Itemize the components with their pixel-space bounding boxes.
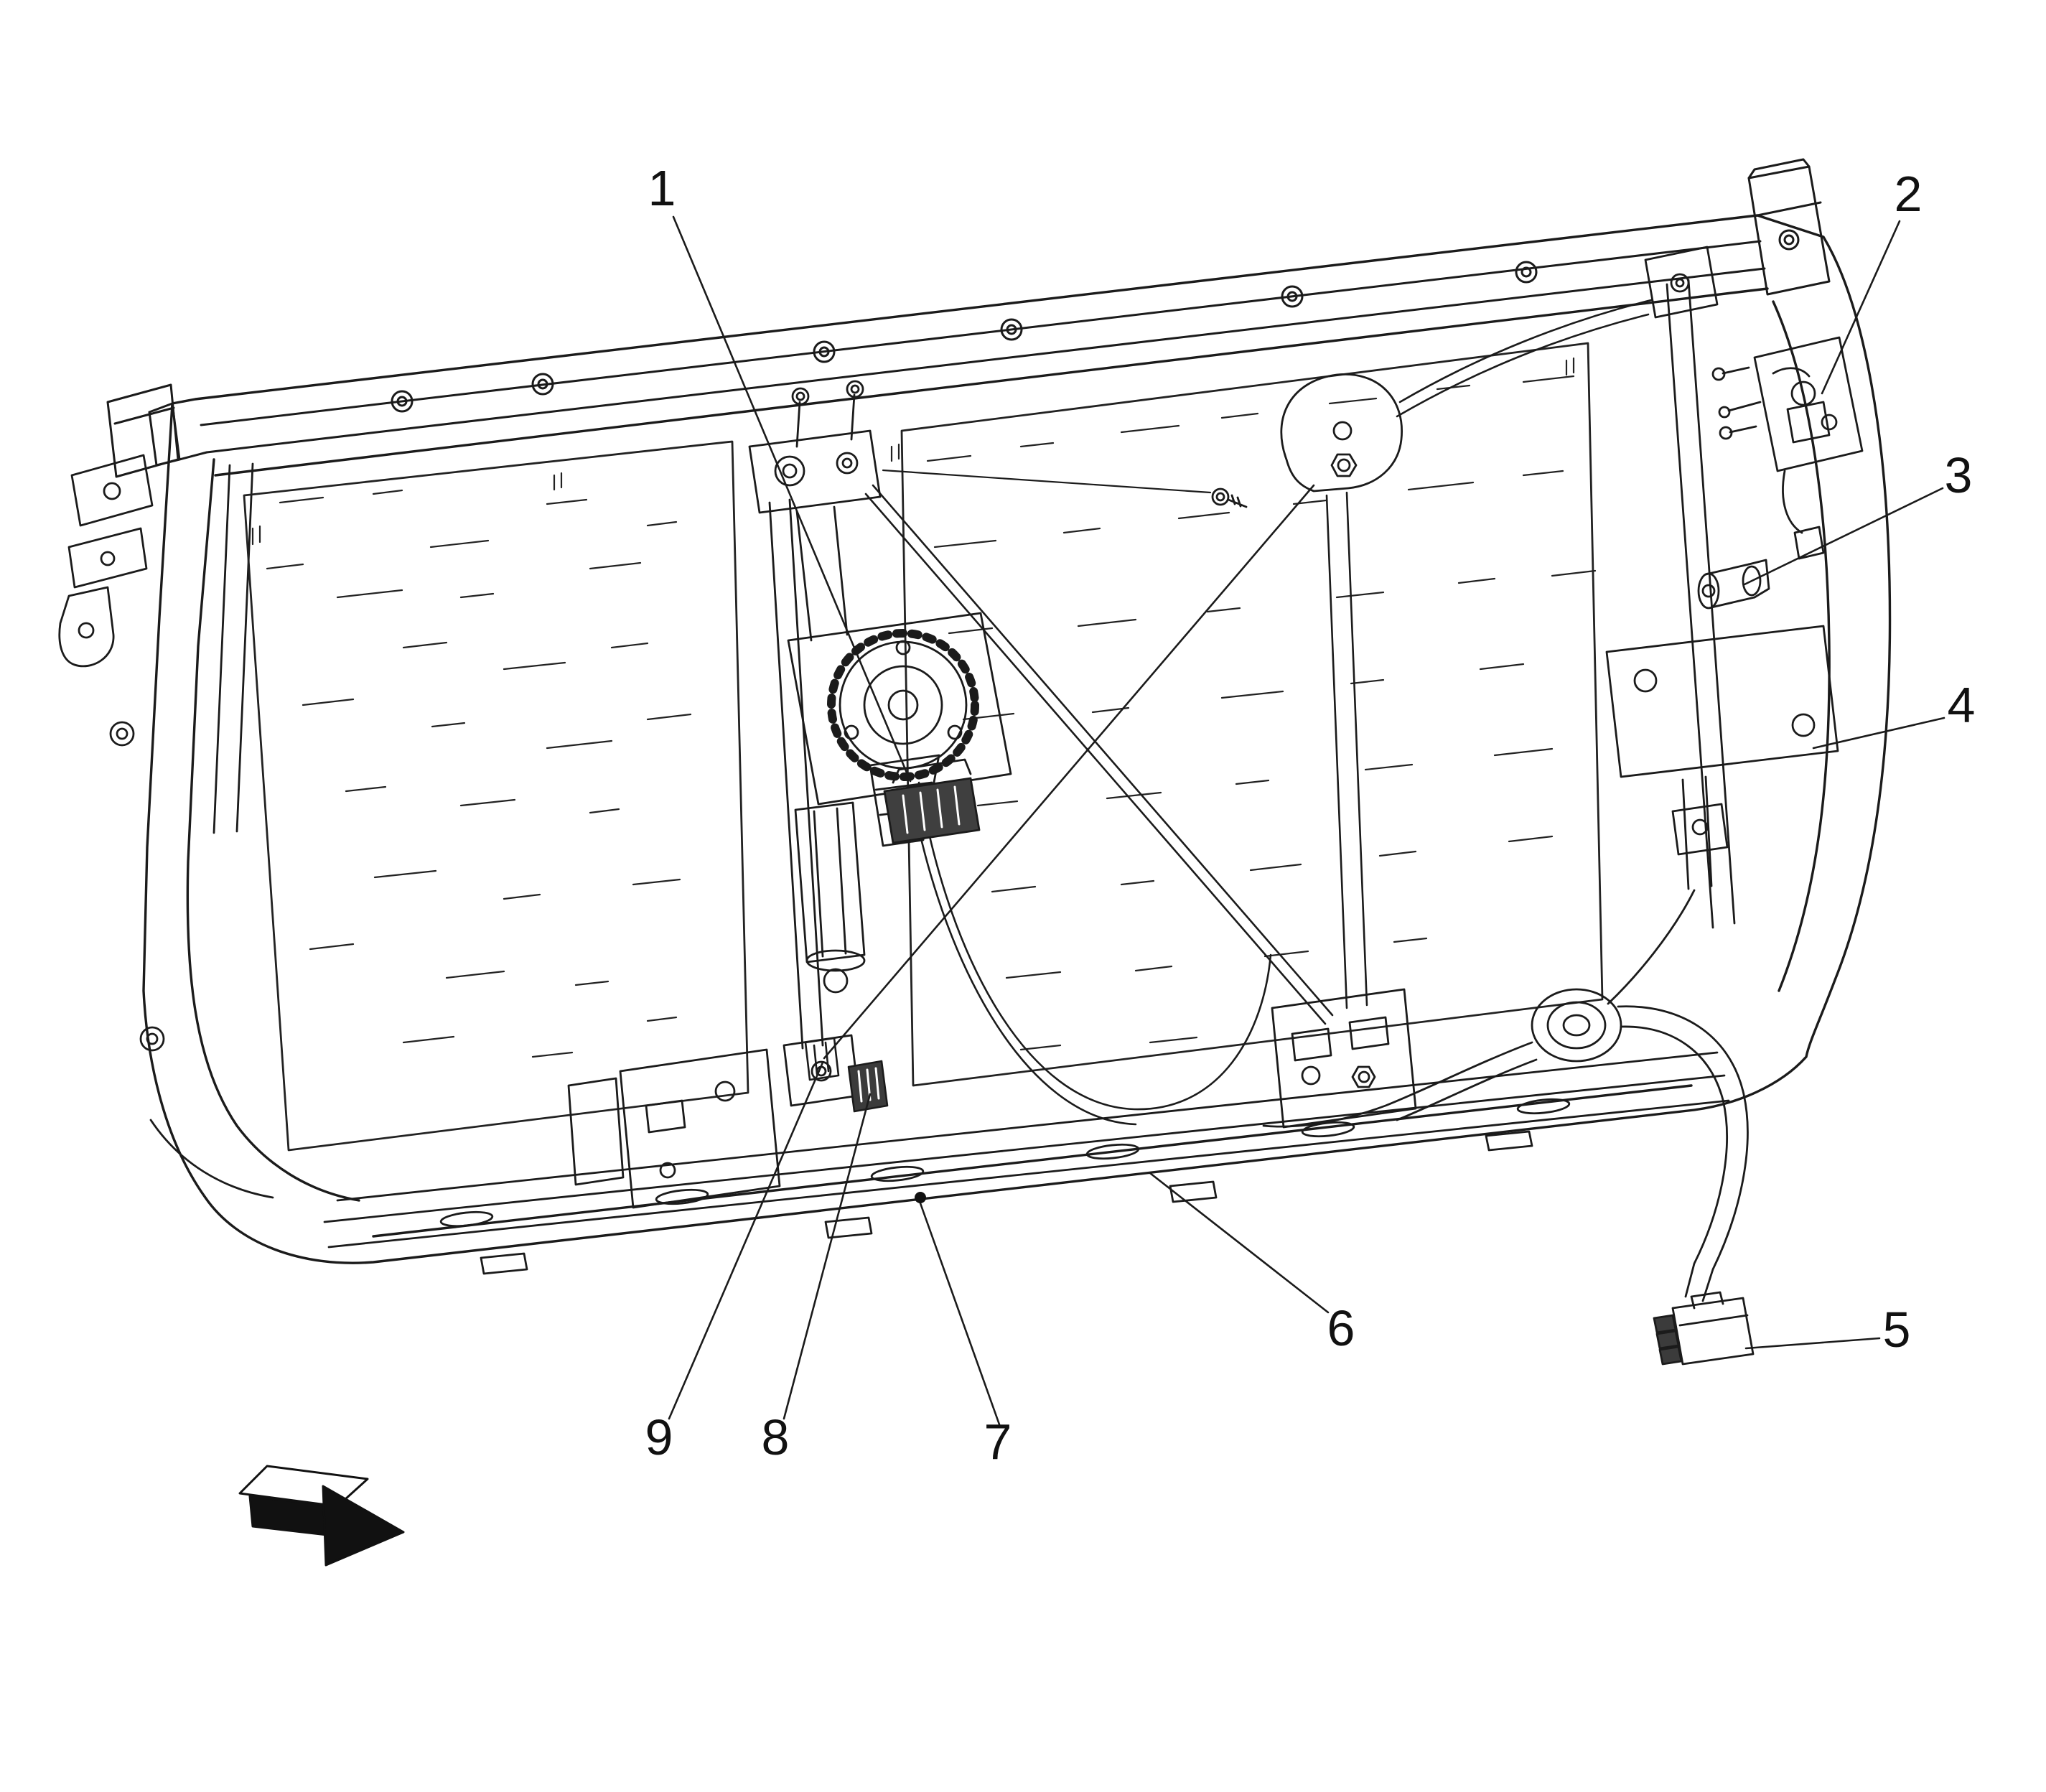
leader-8 (783, 1093, 872, 1420)
callout-8: 8 (761, 1409, 790, 1465)
door-inner-panels (243, 342, 1604, 1152)
leader-6 (1149, 1172, 1330, 1314)
latch-cylinder (1697, 559, 1770, 610)
harness-clip-and-connector (804, 1037, 889, 1113)
door-latch (1711, 336, 1864, 560)
callout-7: 7 (984, 1414, 1012, 1470)
harness-grommet (1531, 988, 1622, 1063)
rail-bolt-icons (391, 261, 1538, 413)
leader-4 (1812, 717, 1945, 750)
wiring-harness (1262, 988, 1755, 1366)
door-outline (142, 214, 1892, 1264)
motor-cylinder (794, 801, 866, 994)
right-panel-hatch (890, 357, 1597, 1051)
callout-5: 5 (1882, 1302, 1911, 1358)
callout-leader-lines (668, 215, 1945, 1426)
leader-5 (1744, 1337, 1881, 1350)
window-regulator (567, 299, 1653, 1209)
cable-pulley-bracket (1280, 373, 1403, 493)
leader-2 (1821, 220, 1901, 395)
module-plate (1605, 625, 1839, 778)
leader-9 (668, 1061, 824, 1420)
callout-2: 2 (1894, 166, 1923, 222)
window-motor-assembly (787, 505, 1012, 994)
leader-1 (672, 215, 912, 783)
left-frame-hinges (58, 454, 274, 1199)
direction-arrow-icon (238, 1465, 405, 1567)
callout-3: 3 (1944, 447, 1973, 503)
right-side-assembly (1605, 246, 1864, 1005)
callout-9: 9 (645, 1409, 673, 1465)
harness-connector (1653, 1291, 1755, 1366)
retainer-clip (804, 1037, 840, 1081)
callout-1: 1 (648, 160, 676, 216)
callout-6: 6 (1327, 1300, 1355, 1356)
leader-3 (1743, 487, 1944, 586)
regulator-lower-bracket-right (1271, 988, 1417, 1129)
regulator-lower-bracket-left (567, 1048, 781, 1209)
screw-icon (882, 469, 1248, 508)
motor-connector (883, 758, 981, 844)
top-rail (106, 158, 1831, 478)
regulator-cables (823, 299, 1653, 1126)
leader-7-dot (915, 1192, 926, 1203)
callout-4: 4 (1947, 677, 1976, 733)
motor-gear-teeth (827, 629, 979, 781)
left-panel-hatch (251, 472, 692, 1058)
door-sill (323, 1051, 1730, 1275)
leader-7 (919, 1202, 1001, 1426)
